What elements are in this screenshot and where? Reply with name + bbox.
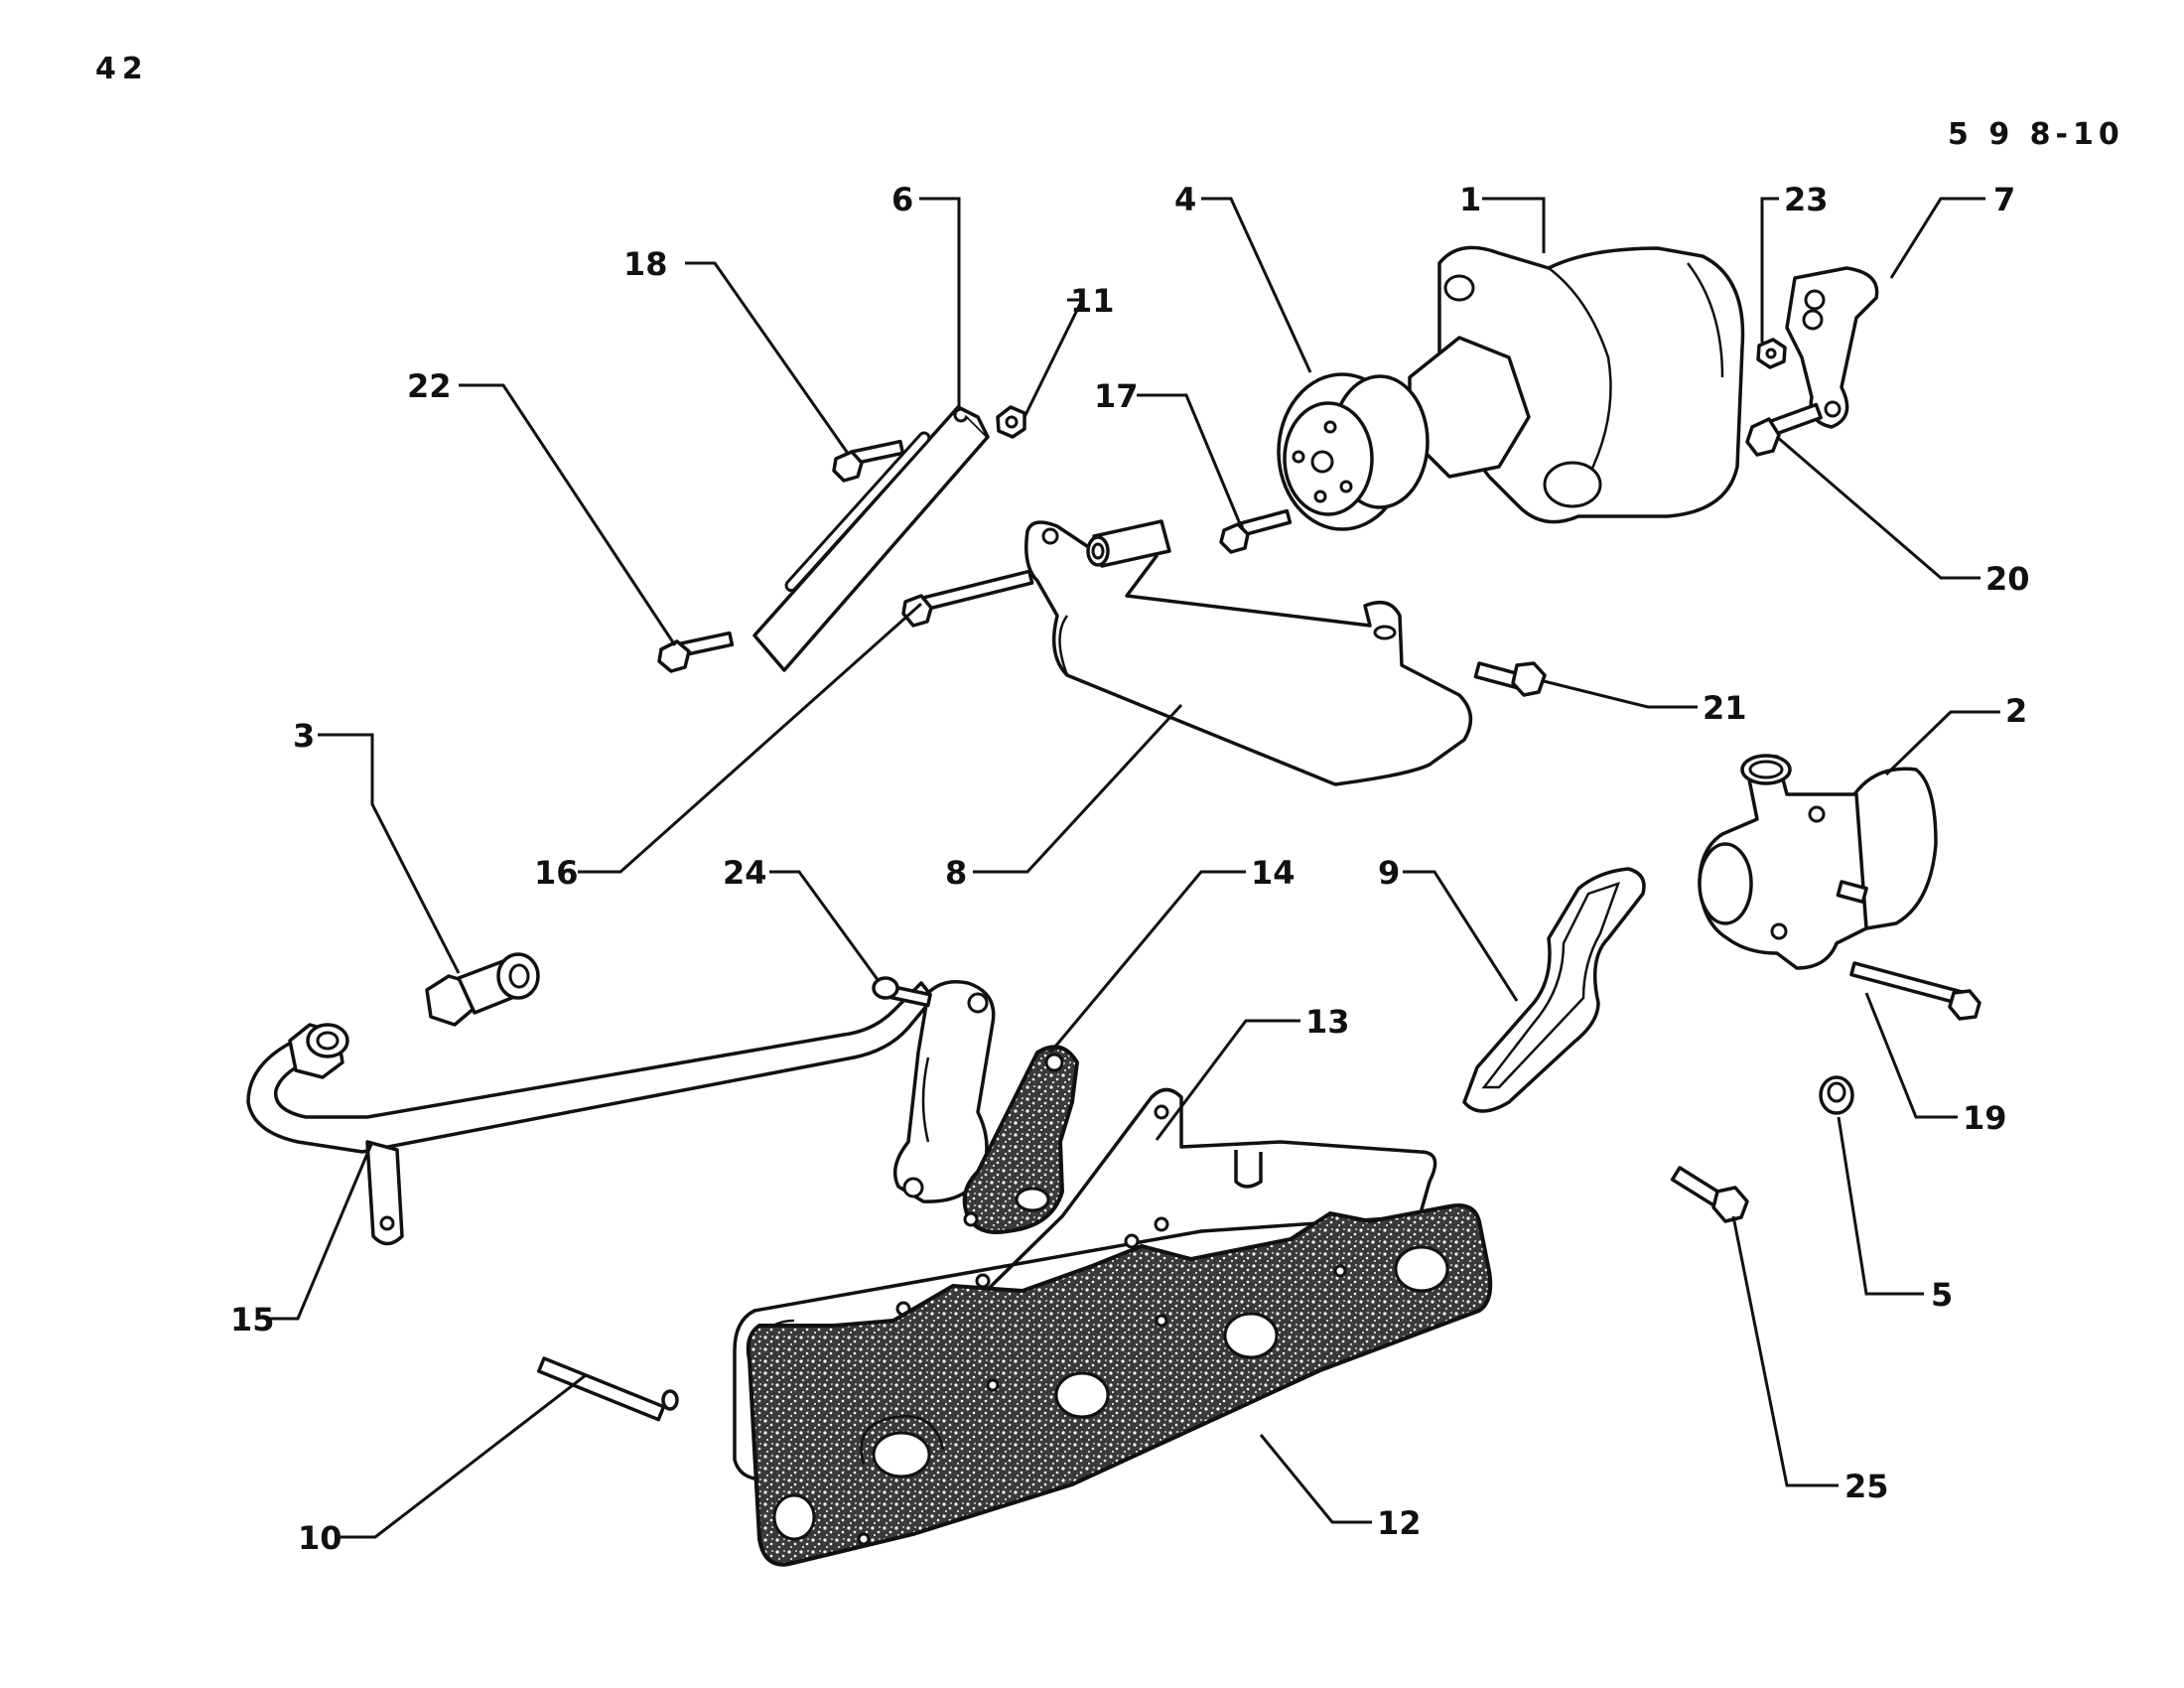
bolt-17 — [1219, 508, 1293, 554]
callout-18: 18 — [623, 245, 668, 283]
nut-5 — [1819, 1075, 1854, 1115]
leader-lines — [268, 197, 2000, 1539]
water-pipe — [246, 981, 935, 1246]
long-bolt-16 — [901, 569, 1034, 628]
callout-15: 15 — [230, 1301, 275, 1338]
callout-17: 17 — [1094, 377, 1139, 415]
pump-bracket — [1785, 266, 1879, 429]
callout-numbers: 1 2 3 4 5 6 7 8 9 10 11 12 13 14 15 16 1… — [230, 181, 2030, 1557]
bolt-19 — [1849, 961, 1981, 1021]
callout-4: 4 — [1174, 181, 1196, 218]
reference-code: 5 9 8-10 — [1948, 117, 2124, 152]
flange-gasket — [962, 1045, 1080, 1234]
callout-2: 2 — [2005, 692, 2027, 730]
callout-9: 9 — [1378, 854, 1400, 892]
callout-12: 12 — [1377, 1504, 1422, 1542]
callout-7: 7 — [1993, 181, 2015, 218]
page-number: 42 — [95, 52, 149, 86]
callout-24: 24 — [723, 854, 767, 892]
callout-6: 6 — [891, 181, 913, 218]
pump-pulley — [1277, 336, 1531, 531]
slotted-adjuster-bracket — [752, 405, 990, 672]
water-pump-housing — [1437, 245, 1745, 524]
callout-20: 20 — [1985, 560, 2030, 598]
callout-1: 1 — [1459, 181, 1481, 218]
bolt-21 — [1473, 661, 1547, 697]
thermostat-gasket — [1462, 867, 1646, 1113]
screw-24 — [872, 976, 932, 1008]
callout-14: 14 — [1251, 854, 1296, 892]
callout-19: 19 — [1963, 1099, 2007, 1137]
bolt-18 — [832, 439, 905, 483]
manifold-stud — [537, 1356, 679, 1422]
nut-11 — [996, 405, 1026, 439]
bolt-25 — [1670, 1166, 1749, 1223]
manifold-gasket — [746, 1203, 1493, 1567]
callout-25: 25 — [1844, 1468, 1889, 1505]
callout-23: 23 — [1784, 181, 1829, 218]
callout-5: 5 — [1931, 1276, 1953, 1314]
callout-10: 10 — [298, 1519, 342, 1557]
callout-3: 3 — [293, 717, 315, 755]
hex-nut-small — [1756, 338, 1787, 369]
thermostat-housing — [1698, 754, 1938, 970]
spacer-tube — [1086, 519, 1171, 568]
callout-21: 21 — [1703, 689, 1747, 727]
callout-13: 13 — [1305, 1003, 1350, 1041]
bolt-22 — [657, 631, 735, 673]
bolt-20 — [1745, 402, 1823, 457]
union-fitting — [425, 952, 540, 1027]
callout-22: 22 — [407, 367, 452, 405]
callout-16: 16 — [534, 854, 579, 892]
callout-11: 11 — [1070, 282, 1115, 320]
callout-8: 8 — [945, 854, 967, 892]
